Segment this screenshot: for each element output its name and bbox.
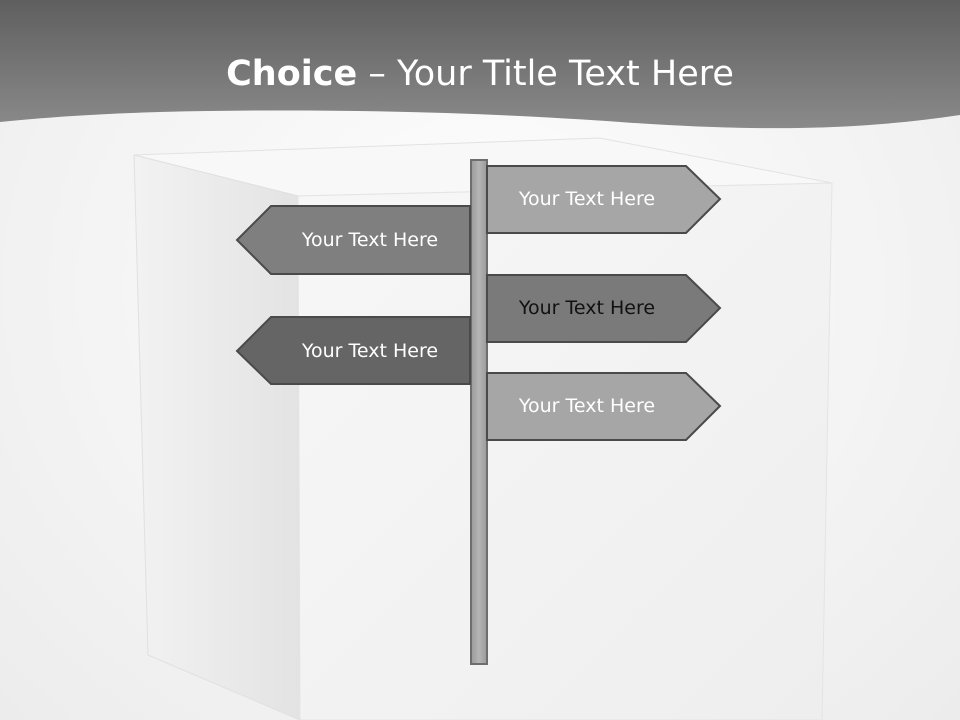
sign-label-right-2: Your Text Here [518, 297, 656, 319]
sign-board-left-1 [235, 205, 471, 275]
sign-board-right-1 [486, 165, 722, 234]
slide-title: Choice – Your Title Text Here [0, 50, 960, 98]
cube-left-face [133, 154, 301, 720]
sign-label-right-3: Your Text Here [518, 395, 656, 417]
title-rest: – Your Title Text Here [357, 54, 734, 94]
sign-board-right-2 [486, 274, 722, 343]
sign-label-left-2: Your Text Here [301, 340, 439, 362]
sign-board-right-3 [486, 372, 722, 441]
sign-board-left-2 [235, 316, 471, 385]
sign-label-left-1: Your Text Here [301, 229, 439, 251]
sign-label-right-1: Your Text Here [518, 188, 656, 210]
header-band [0, 0, 960, 129]
title-bold: Choice [226, 54, 358, 94]
